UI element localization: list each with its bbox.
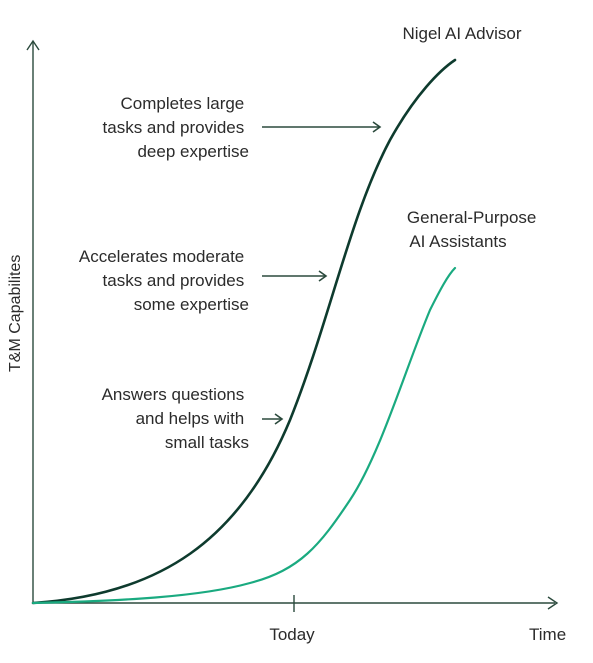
annotation-moderate-tasks: Accelerates moderate tasks and provides … [79,247,249,314]
annotation-small-tasks: Answers questions and helps with small t… [102,385,249,452]
x-axis-label: Time [529,625,566,644]
annotation-line: tasks and provides [103,271,245,290]
series-label-line: General-Purpose [407,208,536,227]
series-label-general-purpose: General-Purpose AI Assistants [407,208,541,251]
series-line-nigel-ai-advisor [31,58,457,605]
annotation-line: Accelerates moderate [79,247,244,266]
annotation-line: Completes large [120,94,244,113]
annotation-line: and helps with [136,409,245,428]
series-label-line: Nigel AI Advisor [402,24,521,43]
series-line-general-purpose [31,266,457,605]
y-axis-arrowhead [26,39,40,51]
annotation-line: Answers questions [102,385,245,404]
annotation-line: some expertise [134,295,249,314]
annotation-line: small tasks [165,433,249,452]
y-axis-label: T&M Capabilites [7,255,24,372]
series-label-line: AI Assistants [409,232,506,251]
annotation-line: deep expertise [137,142,249,161]
series-label-nigel-ai-advisor: Nigel AI Advisor [402,24,521,43]
x-axis-arrowhead [547,596,559,610]
x-tick-label-today: Today [269,625,315,644]
annotation-line: tasks and provides [103,118,245,137]
annotation-large-tasks: Completes large tasks and provides deep … [103,94,249,161]
